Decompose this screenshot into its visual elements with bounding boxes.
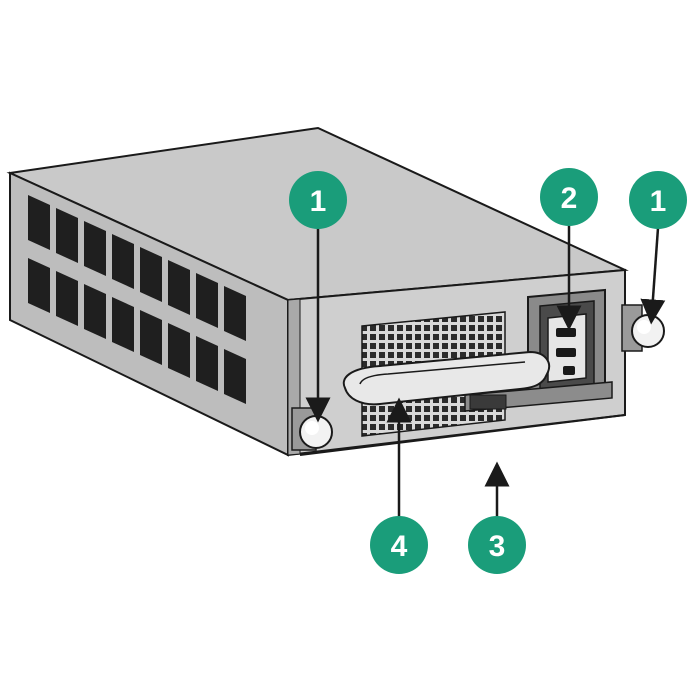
callout-circle xyxy=(540,168,598,226)
captive-screw-left xyxy=(291,407,333,451)
callout-label: 2 xyxy=(561,182,578,215)
latch-bracket xyxy=(464,381,613,412)
callout-circle xyxy=(370,516,428,574)
power-module xyxy=(6,126,665,457)
callout-1-right: 1 xyxy=(629,171,687,229)
callout-label: 1 xyxy=(310,185,327,218)
captive-screw-right xyxy=(621,304,665,352)
callout-2: 2 xyxy=(540,168,598,226)
callout-label: 3 xyxy=(489,530,506,563)
callout-circle xyxy=(468,516,526,574)
callout-circle xyxy=(289,171,347,229)
module-handle xyxy=(342,350,550,406)
leader-lines xyxy=(305,225,666,518)
callout-1-left: 1 xyxy=(289,171,347,229)
callout-circle xyxy=(629,171,687,229)
side-vents xyxy=(28,195,246,404)
callout-3: 3 xyxy=(468,516,526,574)
leader-1-right xyxy=(640,227,666,325)
callout-4: 4 xyxy=(370,516,428,574)
callout-label: 4 xyxy=(391,530,408,563)
callout-label: 1 xyxy=(650,185,667,218)
